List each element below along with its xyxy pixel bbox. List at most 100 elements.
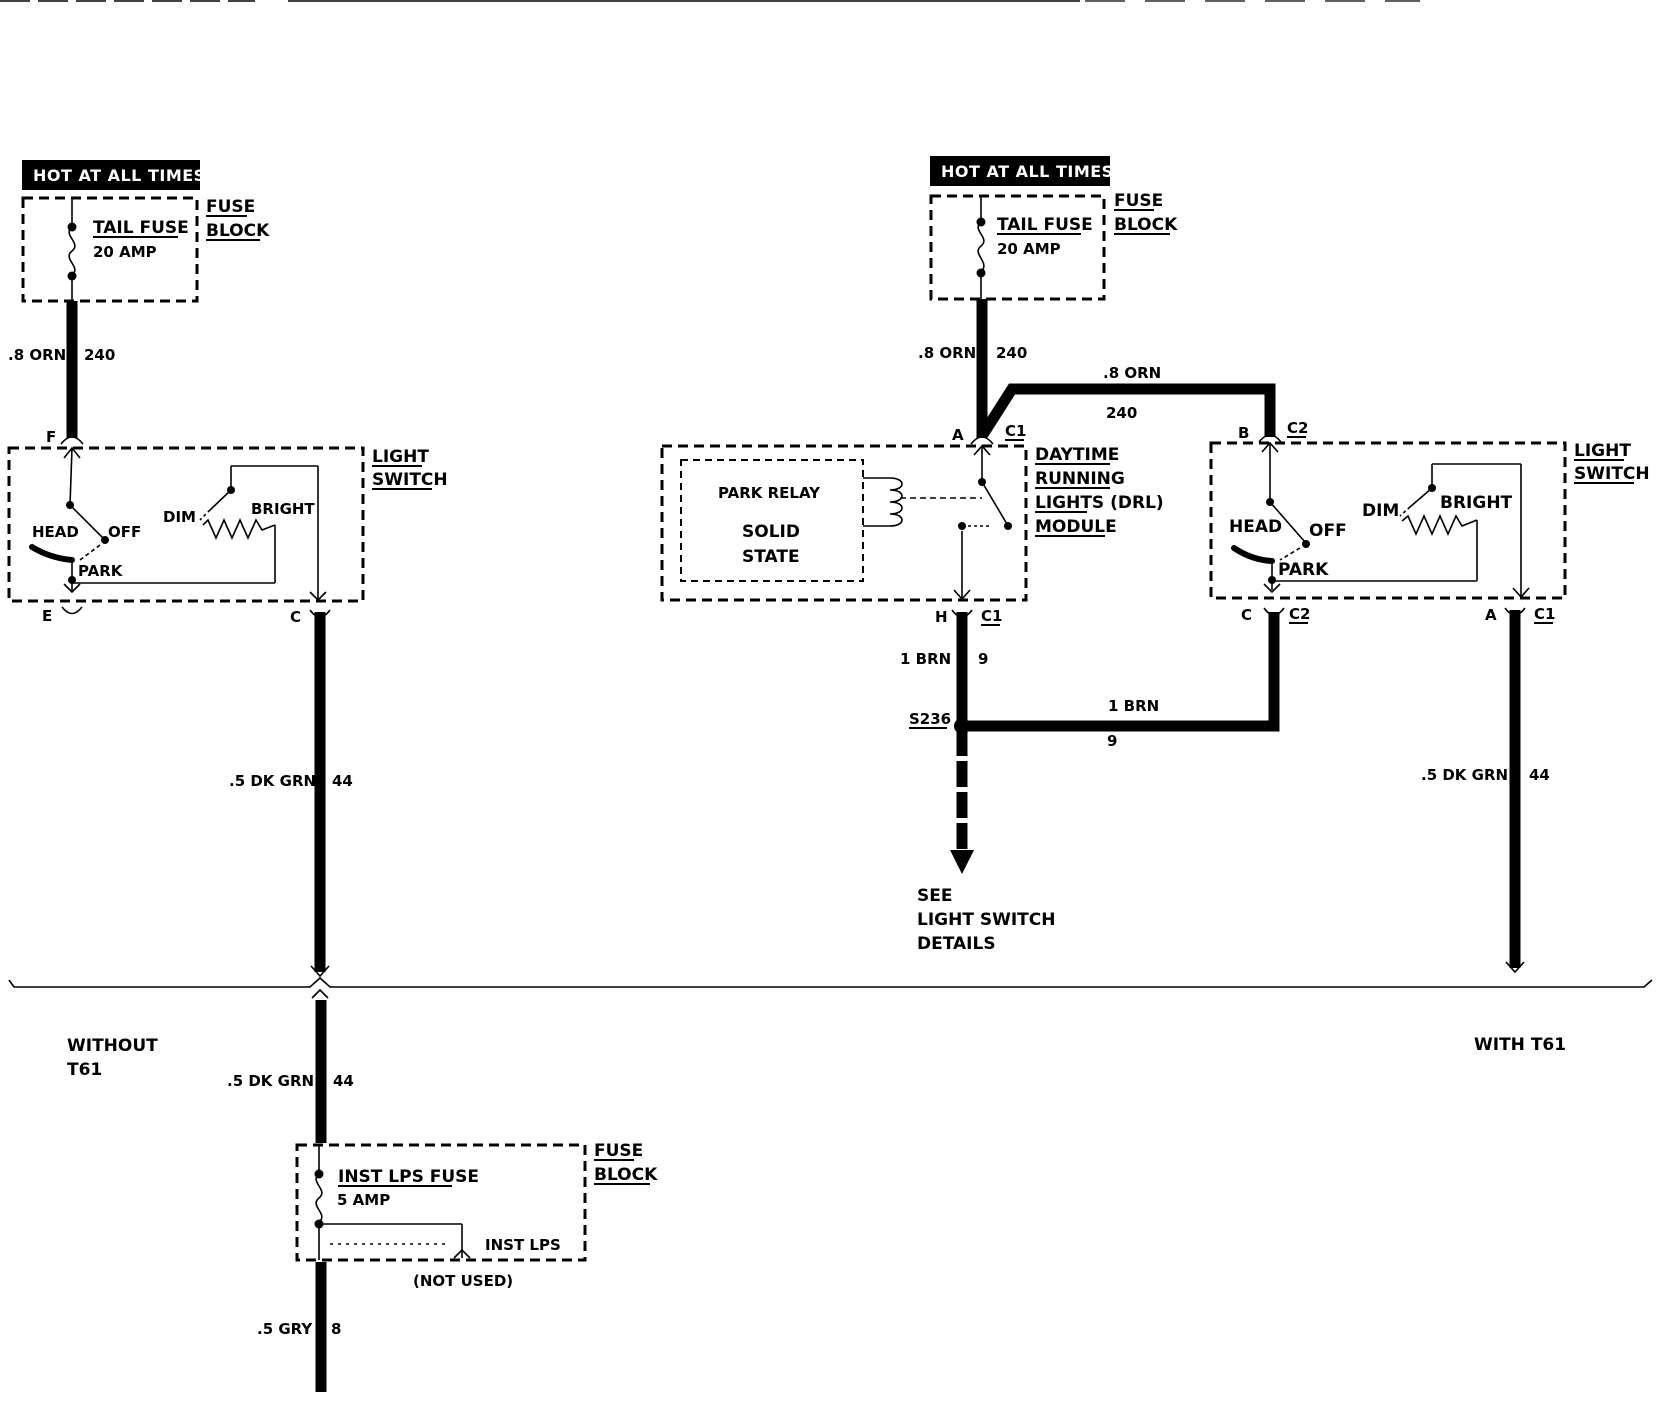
drl-label-2: RUNNING — [1035, 469, 1125, 489]
drl-label-1: DAYTIME — [1035, 445, 1119, 465]
left-circuit: HOT AT ALL TIMES TAIL FUSE 20 AMP FUSE B… — [7, 160, 448, 978]
right-wire-240-gauge: .8 ORN — [918, 344, 976, 362]
left-light-switch-box — [7, 446, 365, 603]
splice-s236-label: S236 — [909, 710, 951, 728]
see-label-1: SEE — [917, 886, 952, 906]
right-fuse-name: TAIL FUSE — [997, 215, 1093, 235]
right-sw-connector-c1: C1 — [1534, 605, 1555, 623]
see-details-arrow — [950, 850, 974, 874]
right-switch-mechanism — [1231, 441, 1530, 599]
left-switch-label-1: LIGHT — [372, 447, 429, 467]
right-head-label: HEAD — [1229, 517, 1282, 537]
with-t61-label: WITH T61 — [1474, 1035, 1566, 1055]
drl-label-3: LIGHTS (DRL) — [1035, 493, 1164, 513]
right-wire-240-circuit: 240 — [996, 344, 1027, 362]
right-branch-circuit: 240 — [1106, 404, 1137, 422]
left-off-label: OFF — [108, 523, 141, 541]
park-relay-label: PARK RELAY — [718, 484, 821, 502]
splice-wire-gauge: 1 BRN — [1108, 697, 1159, 715]
left-head-label: HEAD — [32, 523, 79, 541]
left-fuse-block-label-1: FUSE — [206, 197, 255, 217]
without-t61-label-2: T61 — [67, 1060, 102, 1080]
drl-module-box — [660, 444, 1028, 602]
park-relay-box — [680, 459, 864, 582]
drl-connector-c1b: C1 — [981, 607, 1002, 625]
inst-fuse-rating: 5 AMP — [337, 1191, 390, 1209]
right-sw-connector-c — [1263, 607, 1285, 616]
bottom-wire-8-circuit: 8 — [331, 1320, 341, 1338]
splice-wire-circuit: 9 — [1107, 732, 1117, 750]
right-sw-connector-c2: C2 — [1287, 419, 1308, 437]
left-wire-44-gauge: .5 DK GRN — [229, 772, 316, 790]
right-sw-terminal-a: A — [1485, 606, 1497, 624]
solid-state-label-2: STATE — [742, 547, 800, 567]
left-wire-44-circuit: 44 — [332, 772, 353, 790]
right-fuse-rating: 20 AMP — [997, 240, 1061, 258]
left-terminal-e: E — [42, 607, 52, 625]
see-label-2: LIGHT SWITCH — [917, 910, 1055, 930]
bottom-circuit: .5 DK GRN 44 INST LPS FUSE 5 AMP FUSE BL… — [227, 1000, 658, 1392]
drl-connector-a — [970, 436, 994, 445]
right-sw-connector-b — [1258, 434, 1282, 443]
right-hot-label: HOT AT ALL TIMES — [930, 156, 1114, 186]
bottom-wire-44-circuit: 44 — [333, 1072, 354, 1090]
right-switch-label-2: SWITCH — [1574, 464, 1650, 484]
see-label-3: DETAILS — [917, 934, 996, 954]
right-dim-label: DIM — [1362, 501, 1399, 521]
right-branch-gauge: .8 ORN — [1103, 364, 1161, 382]
right-fuse-block-label-1: FUSE — [1114, 191, 1163, 211]
left-hot-text: HOT AT ALL TIMES — [33, 166, 206, 185]
right-wire-44-gauge: .5 DK GRN — [1421, 766, 1508, 784]
left-park-label: PARK — [78, 562, 124, 580]
left-terminal-c: C — [290, 608, 301, 626]
inst-fuse-block-label-1: FUSE — [594, 1141, 643, 1161]
right-sw-terminal-b: B — [1238, 424, 1249, 442]
option-divider — [8, 976, 1653, 999]
wire-9-circuit: 9 — [978, 650, 988, 668]
inst-fuse-name: INST LPS FUSE — [338, 1167, 479, 1187]
right-wire-44-circuit: 44 — [1529, 766, 1550, 784]
inst-fuse-block-label-2: BLOCK — [594, 1165, 658, 1185]
left-fuse-block-box — [21, 196, 199, 303]
left-wire-240-gauge: .8 ORN — [8, 346, 66, 364]
inst-fuse-block-box — [295, 1143, 587, 1262]
right-hot-text: HOT AT ALL TIMES — [941, 162, 1114, 181]
inst-lps-label: INST LPS — [485, 1236, 561, 1254]
right-fuse-block-box — [929, 194, 1106, 301]
left-switch-mechanism — [29, 446, 327, 602]
left-hot-label: HOT AT ALL TIMES — [22, 160, 206, 190]
right-circuit: HOT AT ALL TIMES TAIL FUSE 20 AMP FUSE B… — [660, 156, 1650, 974]
right-park-label: PARK — [1278, 560, 1329, 580]
wire-9-splice-to-switch — [962, 612, 1280, 732]
right-light-switch-box — [1209, 441, 1567, 600]
left-wire-240-circuit: 240 — [84, 346, 115, 364]
left-connector-e — [61, 606, 83, 615]
drl-label-4: MODULE — [1035, 517, 1117, 537]
right-fuse-block-label-2: BLOCK — [1114, 215, 1178, 235]
bottom-wire-8-gauge: .5 GRY — [257, 1320, 313, 1338]
left-dim-label: DIM — [163, 508, 196, 526]
left-fuse-name: TAIL FUSE — [93, 218, 189, 238]
bottom-wire-44-gauge: .5 DK GRN — [227, 1072, 314, 1090]
right-sw-terminal-c: C — [1241, 606, 1252, 624]
solid-state-label-1: SOLID — [742, 522, 800, 542]
left-bright-label: BRIGHT — [251, 500, 315, 518]
left-fuse-rating: 20 AMP — [93, 243, 157, 261]
left-fuse-block-label-2: BLOCK — [206, 221, 270, 241]
wire-9-gauge: 1 BRN — [900, 650, 951, 668]
left-switch-label-2: SWITCH — [372, 470, 448, 490]
right-bright-label: BRIGHT — [1440, 493, 1513, 513]
right-fuse-symbol — [976, 196, 986, 299]
drl-relay-mechanism — [863, 444, 1012, 601]
drl-terminal-h: H — [935, 608, 948, 626]
left-fuse-symbol — [67, 198, 77, 301]
not-used-label: (NOT USED) — [413, 1272, 513, 1290]
drl-terminal-a: A — [952, 426, 964, 444]
without-t61-label-1: WITHOUT — [67, 1036, 158, 1056]
right-sw-connector-c2b: C2 — [1289, 605, 1310, 623]
inst-fuse-symbol — [314, 1145, 471, 1260]
right-wire-240-branch — [977, 383, 1276, 439]
left-connector-f — [60, 436, 84, 445]
left-terminal-f: F — [46, 428, 56, 446]
